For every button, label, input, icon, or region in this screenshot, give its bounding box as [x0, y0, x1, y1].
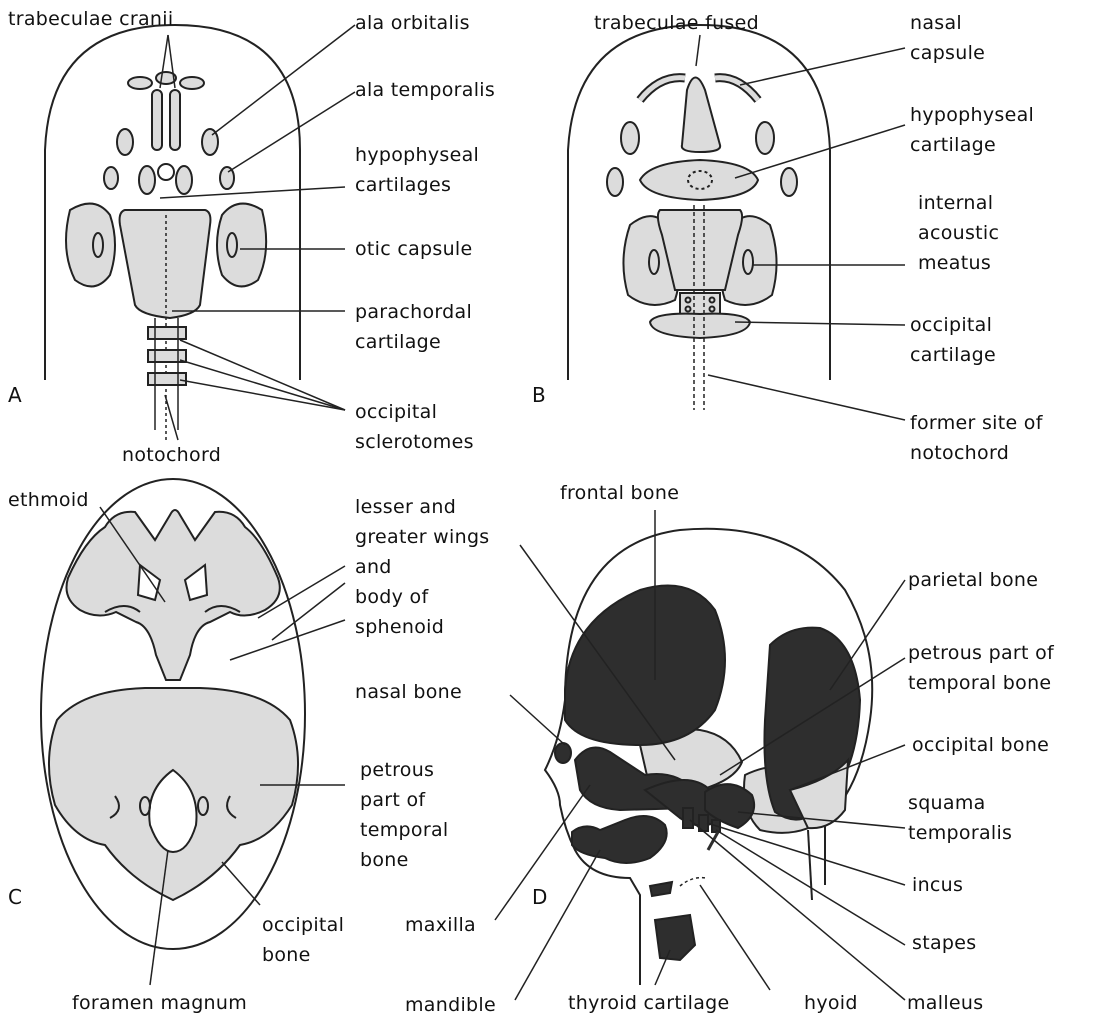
ala-orbitalis-b-right	[756, 122, 774, 154]
label-occipital-sclerotomes: occipital sclerotomes	[355, 397, 474, 457]
ala-temporalis-b-right	[781, 168, 797, 196]
label-trabeculae-fused: trabeculae fused	[594, 8, 759, 38]
ala-orbitalis-left	[117, 129, 133, 155]
label-hyoid: hyoid	[804, 988, 858, 1018]
label-parietal-bone: parietal bone	[908, 565, 1038, 595]
hypophyseal-cartilage-right	[176, 166, 192, 194]
label-mandible: mandible	[405, 990, 496, 1020]
label-hypophyseal-cartilages: hypophyseal cartilages	[355, 140, 479, 200]
label-sphenoid: lesser and greater wings and body of sph…	[355, 492, 490, 642]
mandible-shape	[572, 816, 667, 863]
otic-capsule-left	[66, 204, 115, 287]
panel-label-b: B	[532, 383, 546, 407]
sclerotome-3	[148, 373, 186, 385]
trabecula-nasal-left	[128, 77, 152, 89]
label-otic-capsule: otic capsule	[355, 234, 473, 264]
label-malleus: malleus	[907, 988, 983, 1018]
thyroid-cartilage-shape	[655, 915, 695, 960]
panel-label-c: C	[8, 885, 22, 909]
label-maxilla: maxilla	[405, 910, 476, 940]
label-nasal-capsule: nasal capsule	[910, 8, 985, 68]
panel-label-a: A	[8, 383, 22, 407]
label-notochord: notochord	[122, 440, 221, 470]
label-petrous-temporal-d: petrous part of temporal bone	[908, 638, 1054, 698]
trabecula-nasal-right	[180, 77, 204, 89]
trabecula-left	[152, 90, 162, 150]
label-occipital-bone-c: occipital bone	[262, 910, 344, 970]
hyoid-shape	[650, 882, 672, 896]
otic-capsule-right	[217, 204, 266, 287]
frontal-bone-shape	[565, 586, 725, 746]
hyoid-horn	[680, 878, 706, 886]
label-occipital-bone-d: occipital bone	[912, 730, 1049, 760]
label-ala-temporalis: ala temporalis	[355, 75, 495, 105]
label-stapes: stapes	[912, 928, 976, 958]
label-squama-temporalis: squama temporalis	[908, 788, 1012, 848]
sclerotome-1	[148, 327, 186, 339]
label-incus: incus	[912, 870, 963, 900]
label-hypophyseal-cartilage: hypophyseal cartilage	[910, 100, 1034, 160]
hypophysis-circle	[158, 164, 174, 180]
label-occipital-cartilage: occipital cartilage	[910, 310, 996, 370]
ala-temporalis-left	[104, 167, 118, 189]
neck-back-d	[808, 830, 812, 900]
label-petrous-temporal-c: petrous part of temporal bone	[360, 755, 448, 875]
occipital-cartilage-shape	[650, 314, 750, 338]
trabecula-right	[170, 90, 180, 150]
nasal-bone-shape	[555, 743, 571, 763]
label-internal-acoustic-meatus: internal acoustic meatus	[918, 188, 999, 278]
malleus-shape	[683, 808, 693, 828]
label-trabeculae-cranii: trabeculae cranii	[8, 4, 173, 34]
label-ala-orbitalis: ala orbitalis	[355, 8, 470, 38]
label-frontal-bone: frontal bone	[560, 478, 679, 508]
panel-a-drawing	[45, 25, 355, 440]
panel-b-drawing	[568, 25, 905, 420]
ala-temporalis-b-left	[607, 168, 623, 196]
ala-orbitalis-b-left	[621, 122, 639, 154]
label-nasal-bone: nasal bone	[355, 677, 462, 707]
parachordal-cartilage	[120, 210, 211, 318]
panel-label-d: D	[532, 885, 547, 909]
trabeculae-fused-shape	[682, 78, 720, 153]
hypophyseal-cartilage-left	[139, 166, 155, 194]
hypophyseal-cartilage-plate	[640, 160, 758, 200]
panel-d-drawing	[495, 510, 905, 1000]
label-thyroid-cartilage: thyroid cartilage	[568, 988, 730, 1018]
label-foramen-magnum: foramen magnum	[72, 988, 247, 1018]
label-parachordal-cartilage: parachordal cartilage	[355, 297, 472, 357]
label-ethmoid: ethmoid	[8, 485, 89, 515]
label-former-site-notochord: former site of notochord	[910, 408, 1043, 468]
